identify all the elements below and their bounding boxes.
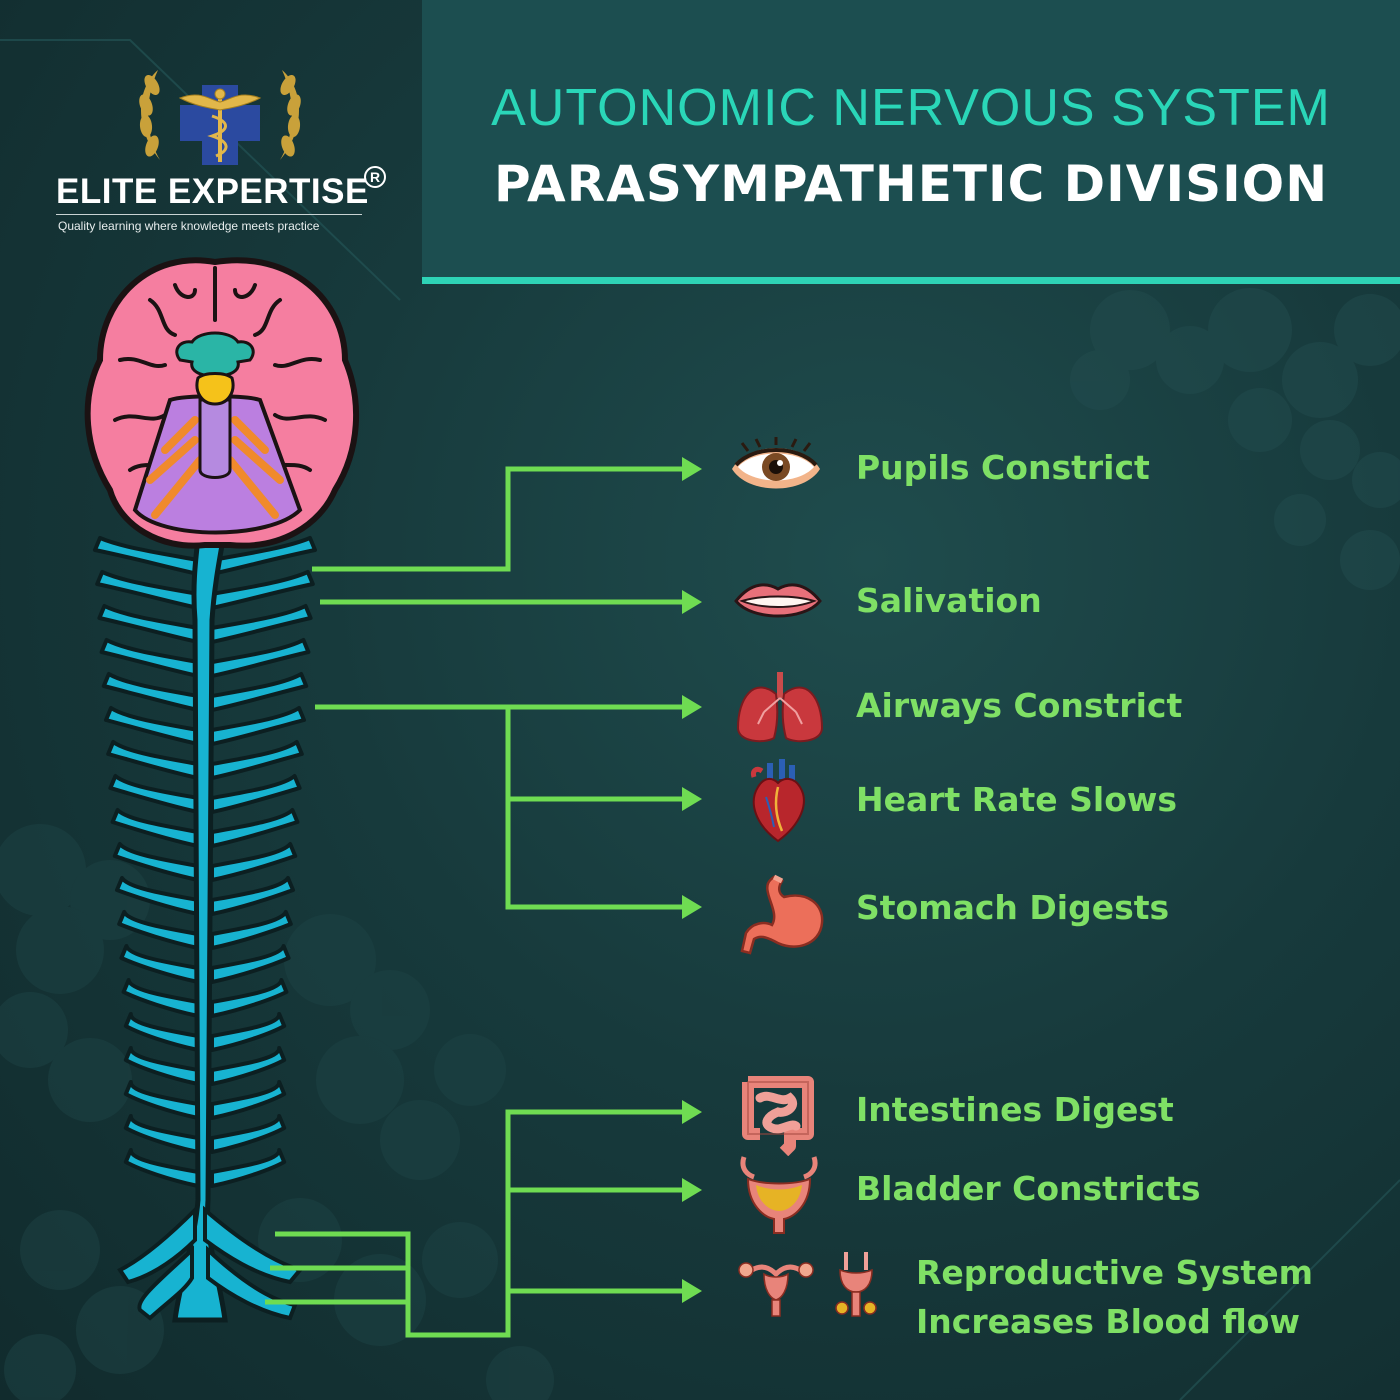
effect-bladder: Bladder Constricts [856,1169,1201,1208]
spinal-nerve-right [210,978,289,1018]
caduceus-icon [178,88,262,162]
arrow-heads [682,457,702,1303]
spinal-nerve-left [99,638,200,678]
brain-icon [84,257,360,549]
brand-logo [139,70,301,165]
spinal-nerve-right [210,706,306,746]
spinal-nerve-left [110,808,200,848]
spinal-nerve-right [210,910,293,950]
spinal-nerve-right [210,638,311,678]
spinal-nerve-left [123,1114,200,1154]
spinal-nerve-left [117,910,200,950]
spinal-nerve-right [210,536,317,576]
header-subtitle: PARASYMPATHETIC DIVISION [493,155,1329,213]
spinal-nerve-left [123,1148,200,1188]
spinal-nerve-left [97,604,200,644]
spinal-nerve-right [210,570,315,610]
spinal-nerve-left [93,536,200,576]
spinal-nerve-left [104,706,200,746]
brand-divider [56,214,362,215]
spinal-cord [172,477,233,1323]
spinal-nerve-right [210,876,295,916]
spinal-nerve-left [106,740,200,780]
registered-mark: R [364,166,386,188]
uterus-icon [738,1262,814,1317]
male-reproductive-icon [835,1252,877,1317]
heart-icon [751,759,805,843]
spinal-nerve-right [210,842,298,882]
brand-name: ELITE EXPERTISE [56,172,369,211]
spinal-nerve-right [210,1046,287,1086]
laurel-wreath-icon [139,70,301,160]
effect-intestines: Intestines Digest [856,1090,1174,1129]
spinal-nerve-right [210,672,309,712]
lips-icon [734,583,822,618]
spinal-nerve-right [210,1148,287,1188]
effect-stomach: Stomach Digests [856,888,1170,927]
spinal-nerve-right [210,604,313,644]
spinal-nerve-left [95,570,200,610]
connector-arrows [265,466,690,1338]
spinal-nerve-left [112,842,200,882]
spinal-nerve-left [121,978,200,1018]
spinal-nerve-right [210,740,304,780]
effect-pupils: Pupils Constrict [856,448,1150,487]
bladder-icon [740,1156,818,1234]
intestines-icon [742,1076,814,1156]
effect-heart-rate: Heart Rate Slows [856,780,1178,819]
spinal-nerves [93,536,317,1188]
lungs-icon [736,672,824,743]
effect-reproductive-line1: Reproductive System [916,1253,1313,1292]
spinal-nerve-right [210,1114,287,1154]
stomach-icon [740,874,824,955]
spinal-nerve-left [115,876,200,916]
header-title: AUTONOMIC NERVOUS SYSTEM [491,79,1331,137]
header-banner: AUTONOMIC NERVOUS SYSTEM PARASYMPATHETIC… [422,0,1400,284]
spinal-nerve-left [123,1080,200,1120]
spinal-nerve-right [210,774,302,814]
spinal-nerve-left [123,1046,200,1086]
eye-icon [732,437,820,489]
spinal-nerve-right [210,944,291,984]
spinal-nerve-left [119,944,200,984]
spinal-nerve-left [108,774,200,814]
effect-reproductive-line2: Increases Blood flow [916,1302,1300,1341]
effect-airways: Airways Constrict [856,686,1183,725]
spinal-nerve-left [123,1012,200,1052]
brand-tagline: Quality learning where knowledge meets p… [58,219,320,233]
spinal-nerve-right [210,1080,287,1120]
spinal-nerve-right [210,808,300,848]
spinal-nerve-right [210,1012,287,1052]
reproductive-organs-icon [738,1252,877,1317]
spinal-nerve-left [101,672,200,712]
effect-salivation: Salivation [856,581,1042,620]
